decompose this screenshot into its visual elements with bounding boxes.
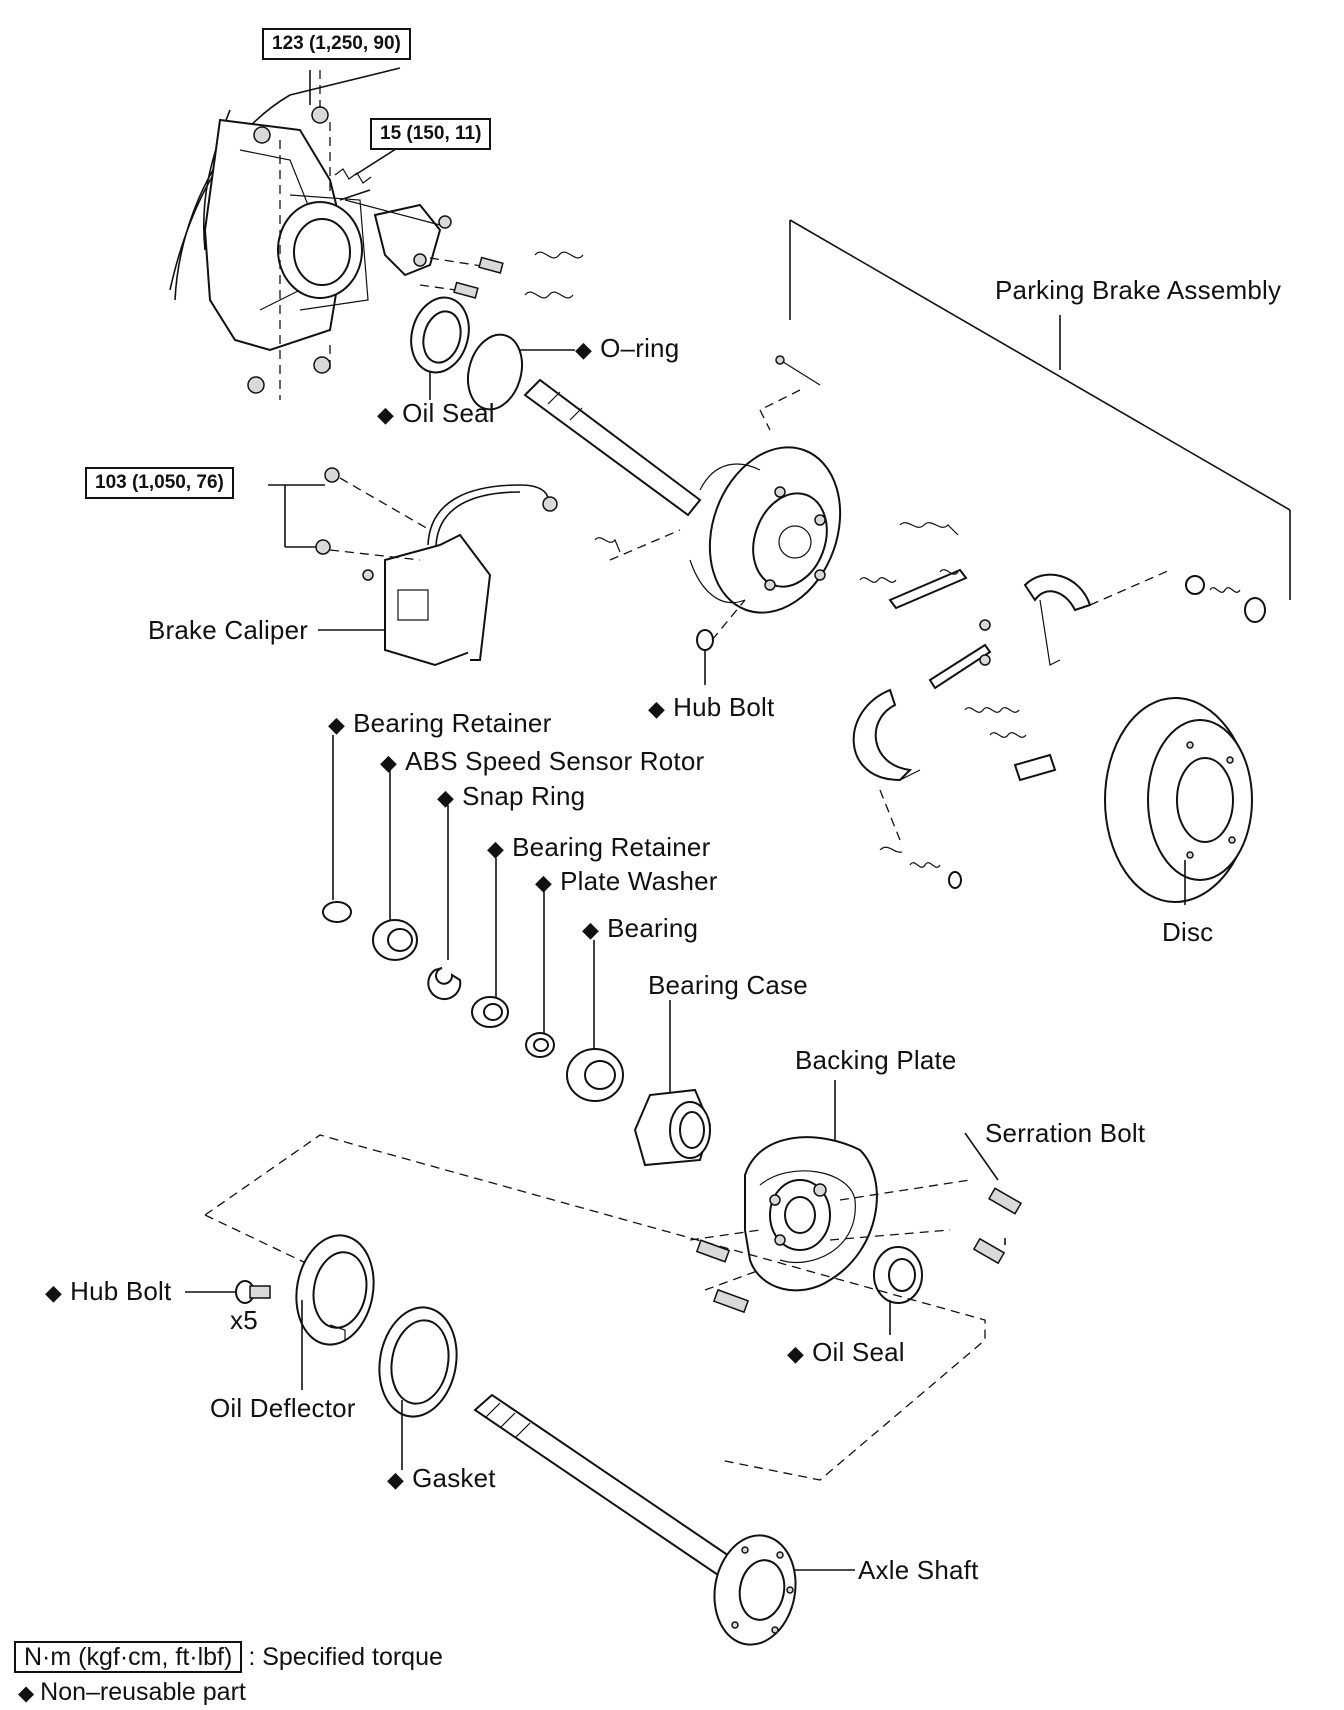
diamond-icon: ◆ xyxy=(582,917,600,942)
legend-torque-unit: N·m (kgf·cm, ft·lbf) xyxy=(14,1641,243,1673)
label-plate-washer-text: Plate Washer xyxy=(560,866,718,896)
torque-spec-bracket-15: 15 (150, 11) xyxy=(370,118,492,150)
diamond-icon: ◆ xyxy=(377,402,395,427)
label-oil-seal-top: ◆ Oil Seal xyxy=(377,398,495,430)
label-o-ring: ◆ O–ring xyxy=(575,333,679,365)
bearing-case-drawing xyxy=(633,1000,712,1167)
diamond-icon: ◆ xyxy=(535,870,553,895)
label-o-ring-text: O–ring xyxy=(600,333,680,363)
diamond-icon: ◆ xyxy=(18,1682,35,1705)
legend-non-reusable-text: Non–reusable part xyxy=(40,1678,246,1706)
diamond-icon: ◆ xyxy=(380,750,398,775)
legend-torque: N·m (kgf·cm, ft·lbf): Specified torque xyxy=(14,1641,443,1673)
label-abs-speed-sensor-rotor: ◆ ABS Speed Sensor Rotor xyxy=(380,746,704,778)
label-snap-ring-text: Snap Ring xyxy=(462,781,586,811)
diamond-icon: ◆ xyxy=(487,836,505,861)
diamond-icon: ◆ xyxy=(387,1467,405,1492)
label-parking-brake-assembly: Parking Brake Assembly xyxy=(995,275,1282,305)
diamond-icon: ◆ xyxy=(437,785,455,810)
label-oil-seal-bottom: ◆ Oil Seal xyxy=(787,1337,905,1369)
axle-shaft-upper-drawing xyxy=(523,355,842,685)
gasket-drawing xyxy=(378,1306,458,1470)
bearing-stack-drawing xyxy=(322,735,624,1102)
label-bearing-retainer-1: ◆ Bearing Retainer xyxy=(328,708,551,740)
label-hub-bolt-bottom-text: Hub Bolt xyxy=(70,1276,172,1306)
brake-caliper-drawing xyxy=(268,467,558,667)
label-disc: Disc xyxy=(1162,917,1214,947)
torque-spec-caliper-mount-123: 123 (1,250, 90) xyxy=(262,28,411,60)
label-x5: x5 xyxy=(230,1305,258,1335)
diamond-icon: ◆ xyxy=(787,1341,805,1366)
o-ring-drawing xyxy=(467,333,575,411)
legend-non-reusable: ◆Non–reusable part xyxy=(18,1677,246,1709)
torque-spec-caliper-103: 103 (1,050, 76) xyxy=(85,467,234,499)
diamond-icon: ◆ xyxy=(45,1280,63,1305)
label-hub-bolt-top: ◆ Hub Bolt xyxy=(648,692,774,724)
hub-bolt-bottom-drawing xyxy=(185,1280,271,1304)
label-bearing-retainer-1-text: Bearing Retainer xyxy=(353,708,552,738)
label-oil-seal-top-text: Oil Seal xyxy=(402,398,495,428)
label-plate-washer: ◆ Plate Washer xyxy=(535,866,718,898)
diamond-icon: ◆ xyxy=(328,712,346,737)
axle-shaft-lower-drawing xyxy=(473,1393,855,1646)
label-oil-deflector: Oil Deflector xyxy=(210,1393,356,1423)
label-gasket: ◆ Gasket xyxy=(387,1463,496,1495)
label-bearing-case: Bearing Case xyxy=(648,970,808,1000)
legend-torque-desc: : Specified torque xyxy=(248,1643,443,1671)
oil-deflector-drawing xyxy=(295,1234,375,1390)
label-bearing-retainer-2-text: Bearing Retainer xyxy=(512,832,711,862)
label-oil-seal-bottom-text: Oil Seal xyxy=(812,1337,905,1367)
oil-seal-top-drawing xyxy=(410,296,470,400)
label-bearing-text: Bearing xyxy=(607,913,699,943)
diamond-icon: ◆ xyxy=(575,337,593,362)
axle-housing-drawing xyxy=(169,67,584,400)
label-bearing-retainer-2: ◆ Bearing Retainer xyxy=(487,832,710,864)
label-serration-bolt: Serration Bolt xyxy=(985,1118,1146,1148)
diamond-icon: ◆ xyxy=(648,696,666,721)
parking-brake-assembly-drawing xyxy=(789,219,1291,889)
oil-seal-bottom-drawing xyxy=(873,1246,923,1335)
label-hub-bolt-bottom: ◆ Hub Bolt xyxy=(45,1276,171,1308)
label-bearing: ◆ Bearing xyxy=(582,913,698,945)
disc-drawing xyxy=(1104,697,1253,905)
label-abs-rotor-text: ABS Speed Sensor Rotor xyxy=(405,746,705,776)
label-gasket-text: Gasket xyxy=(412,1463,496,1493)
label-snap-ring: ◆ Snap Ring xyxy=(437,781,585,813)
label-brake-caliper: Brake Caliper xyxy=(148,615,309,645)
label-backing-plate: Backing Plate xyxy=(795,1045,957,1075)
label-hub-bolt-top-text: Hub Bolt xyxy=(673,692,775,722)
backing-plate-drawing xyxy=(689,1080,1023,1314)
label-axle-shaft: Axle Shaft xyxy=(858,1555,979,1585)
